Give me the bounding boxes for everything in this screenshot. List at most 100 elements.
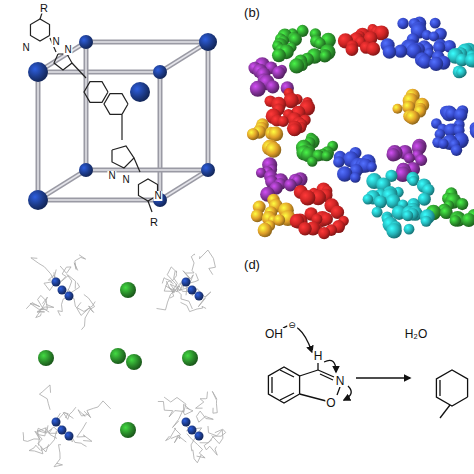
atom-sphere	[268, 127, 283, 142]
cube-edge-highlight	[86, 41, 208, 43]
bond	[439, 380, 440, 396]
atom-label: N	[63, 45, 72, 55]
atom-label: O	[325, 397, 336, 409]
atom-label: N	[335, 375, 346, 387]
cube-edge-highlight	[86, 169, 208, 171]
atom-sphere	[278, 116, 289, 127]
atom-label: N	[121, 175, 130, 185]
atom-sphere	[300, 190, 316, 206]
atom-sphere	[321, 151, 332, 162]
atom-label: N	[21, 43, 30, 53]
atom-sphere	[266, 80, 279, 93]
atom-sphere	[405, 110, 419, 124]
atom-label: H₂O	[404, 328, 429, 340]
space-filling-panel	[247, 17, 474, 240]
metal-atom	[195, 432, 204, 441]
guest-sphere	[38, 350, 54, 366]
atom-sphere	[366, 42, 380, 56]
wireframe-ligand	[26, 303, 43, 310]
cube-edge	[86, 40, 208, 45]
metal-atom	[52, 418, 61, 427]
atom-sphere	[363, 194, 374, 205]
bond	[271, 377, 272, 393]
metal-atom	[182, 418, 191, 427]
wireframe-ligand	[157, 286, 180, 310]
guest-sphere	[126, 354, 142, 370]
metal-atom	[182, 278, 191, 287]
atom-sphere	[333, 156, 345, 168]
metal-sphere	[28, 190, 48, 210]
atom-sphere	[456, 67, 466, 77]
metal-atom	[52, 278, 61, 287]
bond	[72, 63, 86, 78]
bond	[337, 387, 340, 395]
packing-panel	[23, 250, 226, 467]
metal-sphere	[201, 163, 215, 177]
atom-sphere	[320, 50, 331, 61]
atom-sphere	[258, 223, 273, 238]
bond	[440, 405, 450, 418]
cube-edge-highlight	[159, 72, 161, 200]
metal-atom	[58, 286, 67, 295]
atom-sphere	[404, 153, 415, 164]
wireframe-ligand	[37, 304, 54, 312]
metal-atom	[65, 432, 74, 441]
atom-sphere	[456, 198, 468, 210]
wireframe-ligand	[208, 426, 223, 444]
cube-edge	[86, 168, 208, 173]
atom-sphere	[289, 58, 304, 73]
atom-sphere	[247, 128, 259, 140]
wireframe-ligand	[38, 427, 61, 436]
atom-sphere	[367, 162, 377, 172]
atom-sphere	[386, 223, 402, 239]
wireframe-ligand	[158, 401, 183, 416]
metal-atom	[195, 292, 204, 301]
wireframe-ligand	[173, 408, 193, 428]
bond	[300, 370, 318, 376]
wireframe-ligand	[54, 445, 62, 467]
atom-sphere	[383, 45, 397, 59]
atom-sphere	[451, 145, 462, 156]
atom-label: R	[39, 3, 49, 14]
wireframe-ligand	[29, 445, 43, 454]
cube-edge	[38, 198, 160, 203]
bond	[280, 393, 294, 400]
wireframe-ligand	[200, 250, 216, 275]
wireframe-ligand	[70, 296, 96, 312]
metal-sphere	[28, 62, 48, 82]
wireframe-ligand	[196, 392, 208, 409]
wireframe-ligand	[196, 411, 213, 422]
metal-atom	[58, 426, 67, 435]
wireframe-ligand	[180, 273, 198, 286]
bond	[320, 374, 333, 380]
metal-sphere	[153, 65, 167, 79]
atom-sphere	[287, 121, 302, 136]
atom-sphere	[272, 48, 286, 62]
wireframe-ligand	[60, 266, 71, 281]
atom-sphere	[307, 156, 317, 166]
curly-arrow	[324, 360, 336, 372]
atom-sphere	[429, 57, 443, 71]
cube-edge	[36, 72, 41, 200]
wireframe-ligand	[185, 254, 195, 273]
panel-label: (b)	[243, 6, 261, 19]
wireframe-ligand	[171, 435, 186, 443]
ring-bond	[104, 94, 128, 115]
atom-sphere	[465, 53, 474, 68]
atom-sphere	[470, 124, 474, 139]
atom-sphere	[408, 176, 418, 186]
curly-arrow	[283, 326, 312, 352]
atom-sphere	[372, 207, 383, 218]
wireframe-ligand	[212, 391, 217, 413]
ligand-structure	[30, 13, 157, 212]
atom-sphere	[273, 214, 285, 226]
wireframe-ligand	[44, 269, 60, 290]
wireframe-ligand	[39, 385, 50, 410]
wireframe-ligand	[204, 440, 217, 456]
wireframe-ligand	[164, 281, 173, 298]
cube-panel	[28, 13, 217, 212]
wireframe-ligand	[165, 271, 177, 292]
atom-sphere	[265, 142, 281, 158]
cube-edge-highlight	[38, 71, 160, 73]
